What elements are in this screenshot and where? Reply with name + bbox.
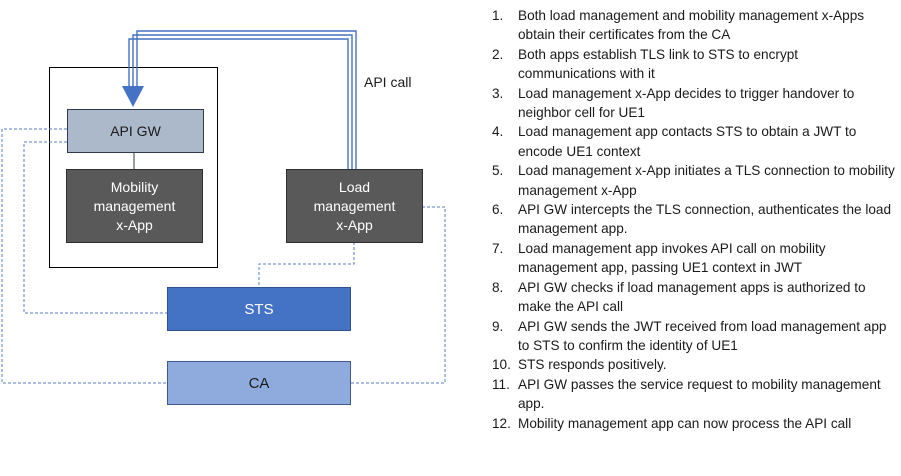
step-item: 10. STS responds positively. (492, 355, 897, 374)
step-text: Both load management and mobility manage… (518, 8, 865, 43)
mobility-app-line-1: Mobility (110, 178, 159, 195)
link-gw-ca (1, 128, 167, 384)
step-item: 11. API GW passes the service request to … (492, 375, 897, 414)
step-text: Load management x-App decides to trigger… (518, 85, 855, 121)
ca-box (167, 361, 351, 405)
step-text: API GW checks if load management apps is… (518, 279, 866, 315)
api-call-label: API call (364, 74, 412, 90)
step-item: 6. API GW intercepts the TLS connection, … (492, 200, 897, 239)
mobility-app-line-2: management (93, 197, 176, 214)
step-item: 9. API GW sends the JWT received from loa… (492, 317, 897, 356)
step-number: 1. (492, 8, 504, 23)
mobility-app-line-3: x-App (116, 216, 153, 233)
step-item: 1. Both load management and mobility mana… (492, 6, 897, 45)
step-text: API GW intercepts the TLS connection, au… (518, 202, 892, 237)
link-gw-sts (23, 141, 167, 314)
step-text: Both apps establish TLS link to STS to e… (518, 46, 799, 82)
step-number: 7. (492, 240, 504, 256)
step-number: 6. (492, 202, 504, 218)
step-text: Load management x-App initiates a TLS co… (518, 163, 895, 198)
load-app-line-1: Load (338, 178, 371, 195)
ca-label: CA (167, 361, 351, 405)
step-number: 3. (492, 85, 504, 101)
step-number: 12. (492, 415, 511, 431)
step-item: 12. Mobility management app can now proce… (492, 414, 897, 433)
step-text: API GW sends the JWT received from load … (518, 318, 887, 353)
mobility-app-label: Mobility management x-App (66, 169, 203, 243)
step-text: Mobility management app can now process … (518, 415, 852, 431)
sts-label: STS (167, 287, 351, 331)
api-call-arrowhead (122, 86, 144, 107)
sts-box (167, 287, 351, 331)
step-item: 4. Load management app contacts STS to ob… (492, 122, 897, 161)
step-item: 3. Load management x-App decides to trigg… (492, 84, 897, 123)
step-text: API GW passes the service request to mob… (518, 376, 881, 412)
api-gw-box (67, 109, 204, 153)
load-app-line-3: x-App (336, 216, 373, 233)
load-app-box (286, 169, 423, 243)
step-item: 5. Load management x-App initiates a TLS … (492, 161, 897, 200)
step-number: 9. (492, 318, 504, 334)
mobility-app-box (66, 169, 203, 243)
sts-text: STS (244, 300, 274, 318)
step-number: 8. (492, 279, 504, 295)
step-item: 2. Both apps establish TLS link to STS to… (492, 45, 897, 84)
step-number: 10. (492, 357, 511, 373)
step-number: 4. (492, 124, 504, 140)
step-item: 8. API GW checks if load management apps … (492, 278, 897, 317)
step-text: Load management app contacts STS to obta… (518, 124, 857, 159)
step-item: 7. Load management app invokes API call o… (492, 239, 897, 278)
step-number: 5. (492, 163, 504, 179)
ca-text: CA (248, 374, 270, 392)
dashed-links (1, 128, 446, 384)
load-app-label: Load management x-App (286, 169, 423, 243)
api-call-arrow (128, 30, 357, 170)
step-number: 11. (492, 376, 510, 392)
step-text: Load management app invokes API call on … (518, 240, 826, 276)
link-load-ca (351, 206, 446, 384)
steps-list: 1. Both load management and mobility mana… (492, 6, 897, 433)
step-text: STS responds positively. (518, 357, 667, 373)
load-app-line-2: management (313, 197, 396, 214)
step-number: 2. (492, 46, 504, 62)
api-gw-label: API GW (67, 109, 204, 153)
api-gw-text: API GW (110, 122, 161, 139)
link-load-sts (258, 242, 355, 287)
